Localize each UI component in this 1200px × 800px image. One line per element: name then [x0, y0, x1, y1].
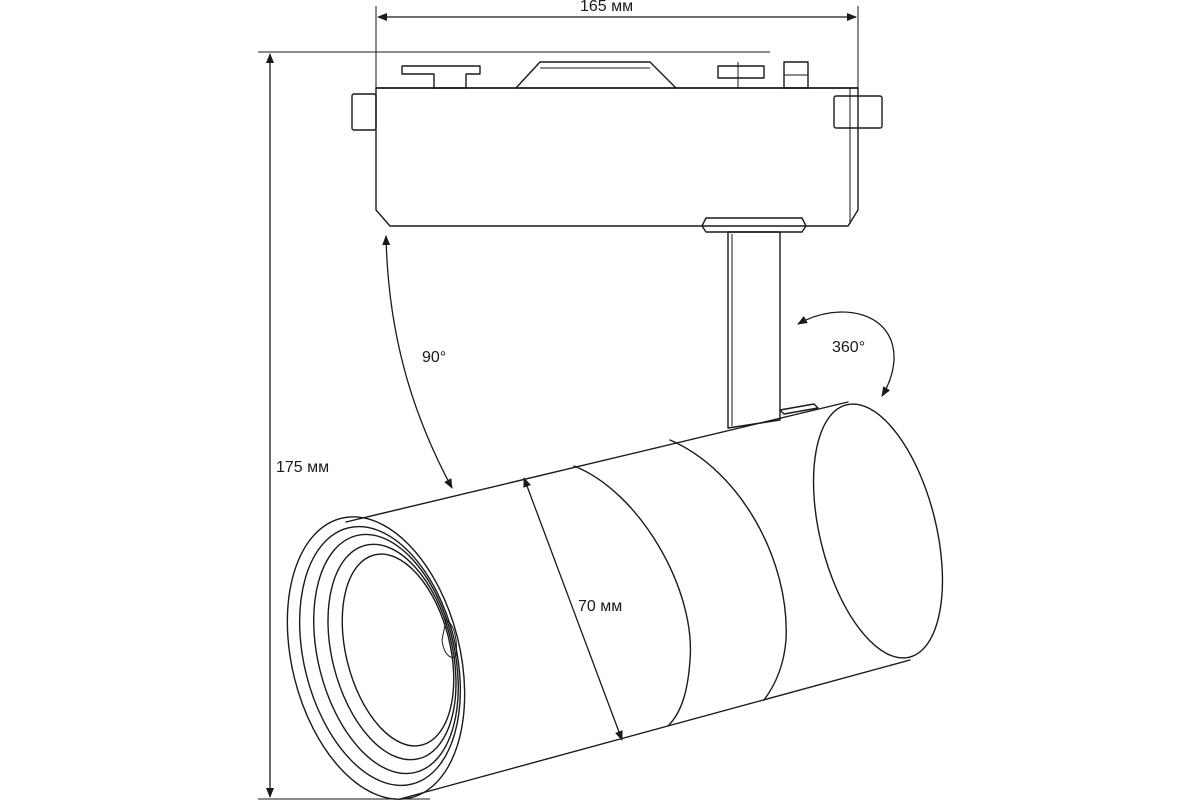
tilt-angle-label: 90° — [422, 349, 447, 366]
diameter-dimension-label: 70 мм — [578, 598, 623, 615]
adapter-housing — [351, 87, 883, 233]
rotation-angle-label: 360° — [832, 339, 866, 356]
width-dimension-label: 165 мм — [580, 0, 634, 15]
height-dimension — [258, 51, 770, 800]
height-dimension-label: 175 мм — [276, 459, 330, 476]
width-dimension — [375, 6, 859, 88]
tilt-arrow — [382, 235, 453, 489]
rotation-arc — [797, 311, 895, 397]
diameter-dimension — [523, 477, 623, 741]
diameter-dimension-line — [523, 477, 623, 741]
track-adapter-top — [375, 61, 859, 89]
rotation-arrow — [797, 311, 895, 397]
tilt-arc — [382, 235, 453, 489]
stem — [727, 231, 819, 429]
spotlight-body — [286, 401, 944, 800]
